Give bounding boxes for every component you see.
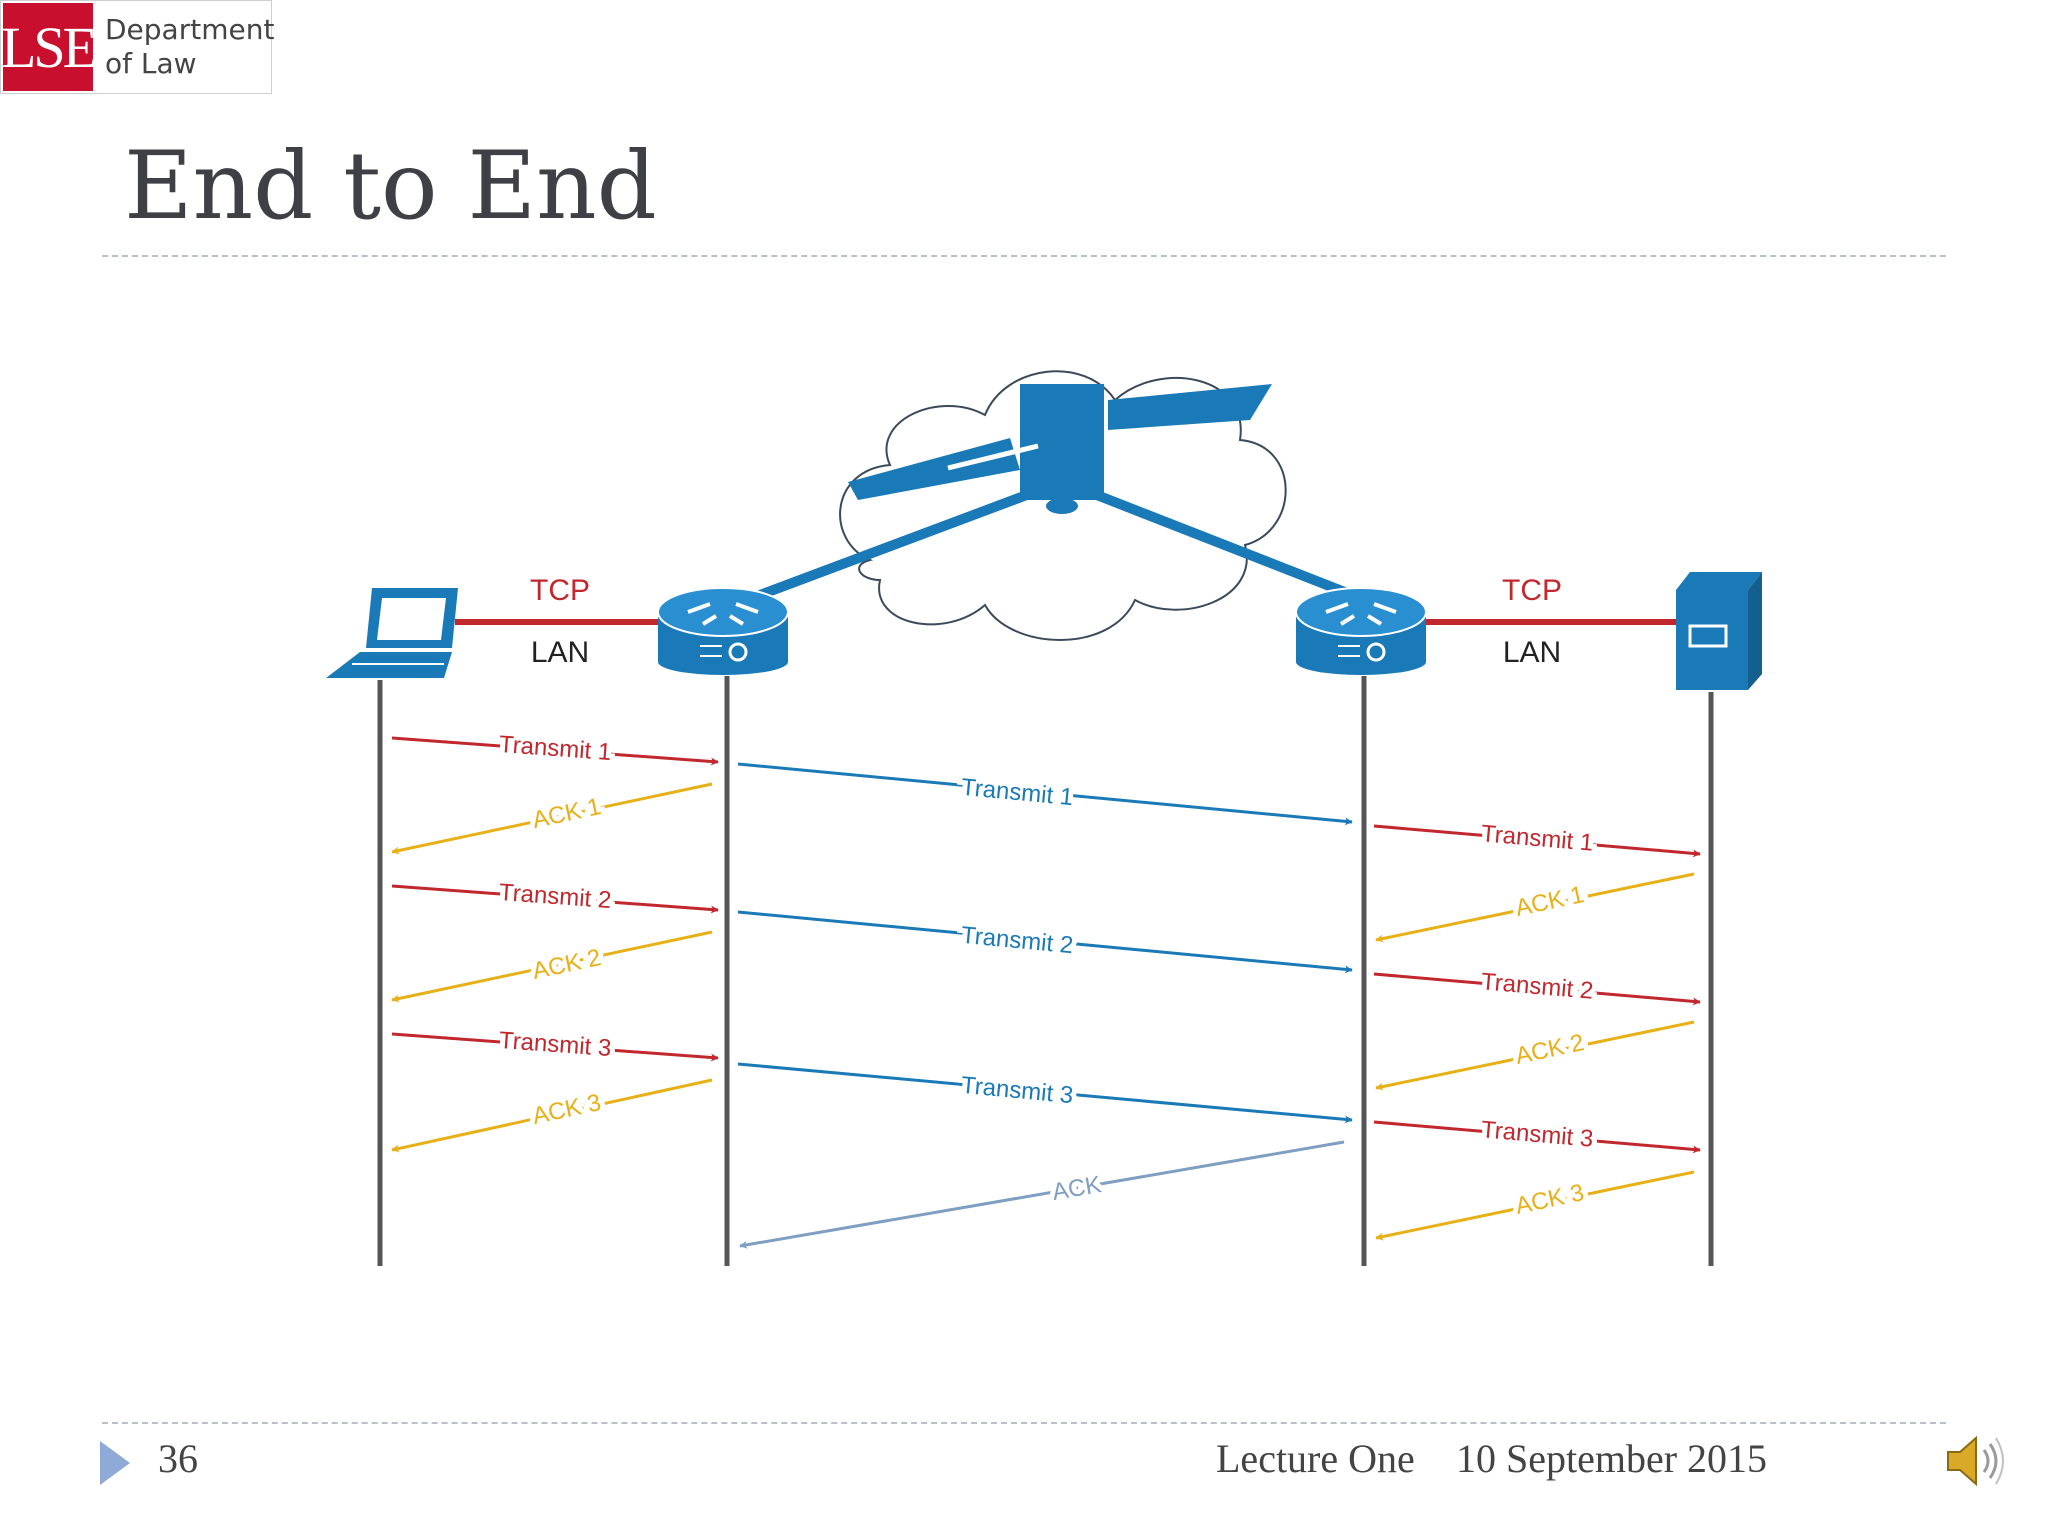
message-transmit-3-left: Transmit 3 xyxy=(391,1022,719,1067)
satellite-icon xyxy=(848,384,1272,514)
message-transmit-2-left: Transmit 2 xyxy=(391,874,719,919)
lse-logo-mark: LSE xyxy=(1,3,98,91)
message-label: ACK xyxy=(1050,1171,1103,1206)
message-label: Transmit 1 xyxy=(960,774,1075,811)
message-transmit-3-right: Transmit 3 xyxy=(1373,1111,1701,1158)
message-ack-2-left: ACK 2 xyxy=(391,930,713,1003)
message-label: ACK 1 xyxy=(1513,881,1586,922)
left-link-lan-label: LAN xyxy=(531,636,589,669)
server-icon xyxy=(1676,572,1762,690)
message-transmit-1-right: Transmit 1 xyxy=(1373,815,1701,862)
message-ack-3-left: ACK 3 xyxy=(391,1078,713,1153)
footer-divider xyxy=(102,1422,1946,1424)
message-label: Transmit 3 xyxy=(1480,1116,1594,1153)
message-label: Transmit 2 xyxy=(960,922,1075,959)
message-label: ACK 2 xyxy=(530,944,603,985)
message-transmit-1-wan: Transmit 1 xyxy=(737,762,1353,826)
message-transmit-1-left: Transmit 1 xyxy=(391,726,719,771)
laptop-icon xyxy=(326,588,458,678)
message-label: ACK 1 xyxy=(530,793,603,834)
message-ack-wan: ACK xyxy=(739,1140,1345,1249)
slide-title: End to End xyxy=(124,132,657,241)
satellite-link-left xyxy=(750,485,1042,603)
department-line-2: of Law xyxy=(105,47,197,80)
speaker-icon[interactable] xyxy=(1940,1426,2010,1496)
left-link-tcp-label: TCP xyxy=(530,574,590,607)
message-ack-1-left: ACK 1 xyxy=(391,782,713,855)
message-label: Transmit 2 xyxy=(1480,968,1594,1005)
message-ack-2-right: ACK 2 xyxy=(1375,1020,1695,1091)
lse-logo: LSE Department of Law xyxy=(0,0,275,94)
footer-date: 10 September 2015 xyxy=(1456,1436,1768,1481)
message-label: Transmit 3 xyxy=(960,1072,1075,1109)
router-left-icon xyxy=(657,587,789,675)
message-label: ACK 2 xyxy=(1513,1029,1586,1070)
message-label: ACK 3 xyxy=(530,1089,603,1130)
message-label: Transmit 1 xyxy=(498,731,612,766)
right-link-lan-label: LAN xyxy=(1503,636,1561,669)
message-transmit-2-right: Transmit 2 xyxy=(1373,963,1701,1010)
message-ack-1-right: ACK 1 xyxy=(1375,872,1695,943)
message-transmit-2-wan: Transmit 2 xyxy=(737,910,1353,974)
satellite-link-right xyxy=(1082,485,1362,603)
department-line-1: Department xyxy=(105,13,275,46)
message-transmit-3-wan: Transmit 3 xyxy=(737,1062,1353,1124)
router-right-icon xyxy=(1295,587,1427,675)
message-label: Transmit 3 xyxy=(498,1027,612,1062)
message-label: ACK 3 xyxy=(1513,1179,1586,1220)
triangle-bullet-icon xyxy=(100,1441,130,1485)
message-ack-3-right: ACK 3 xyxy=(1375,1170,1695,1241)
message-label: Transmit 1 xyxy=(1480,820,1594,857)
department-name: Department of Law xyxy=(105,13,275,81)
footer-lecture: Lecture One xyxy=(1216,1436,1415,1481)
slide-number: 36 xyxy=(158,1436,198,1481)
message-label: Transmit 2 xyxy=(498,879,612,914)
title-divider xyxy=(102,255,1946,257)
right-link-tcp-label: TCP xyxy=(1502,574,1562,607)
